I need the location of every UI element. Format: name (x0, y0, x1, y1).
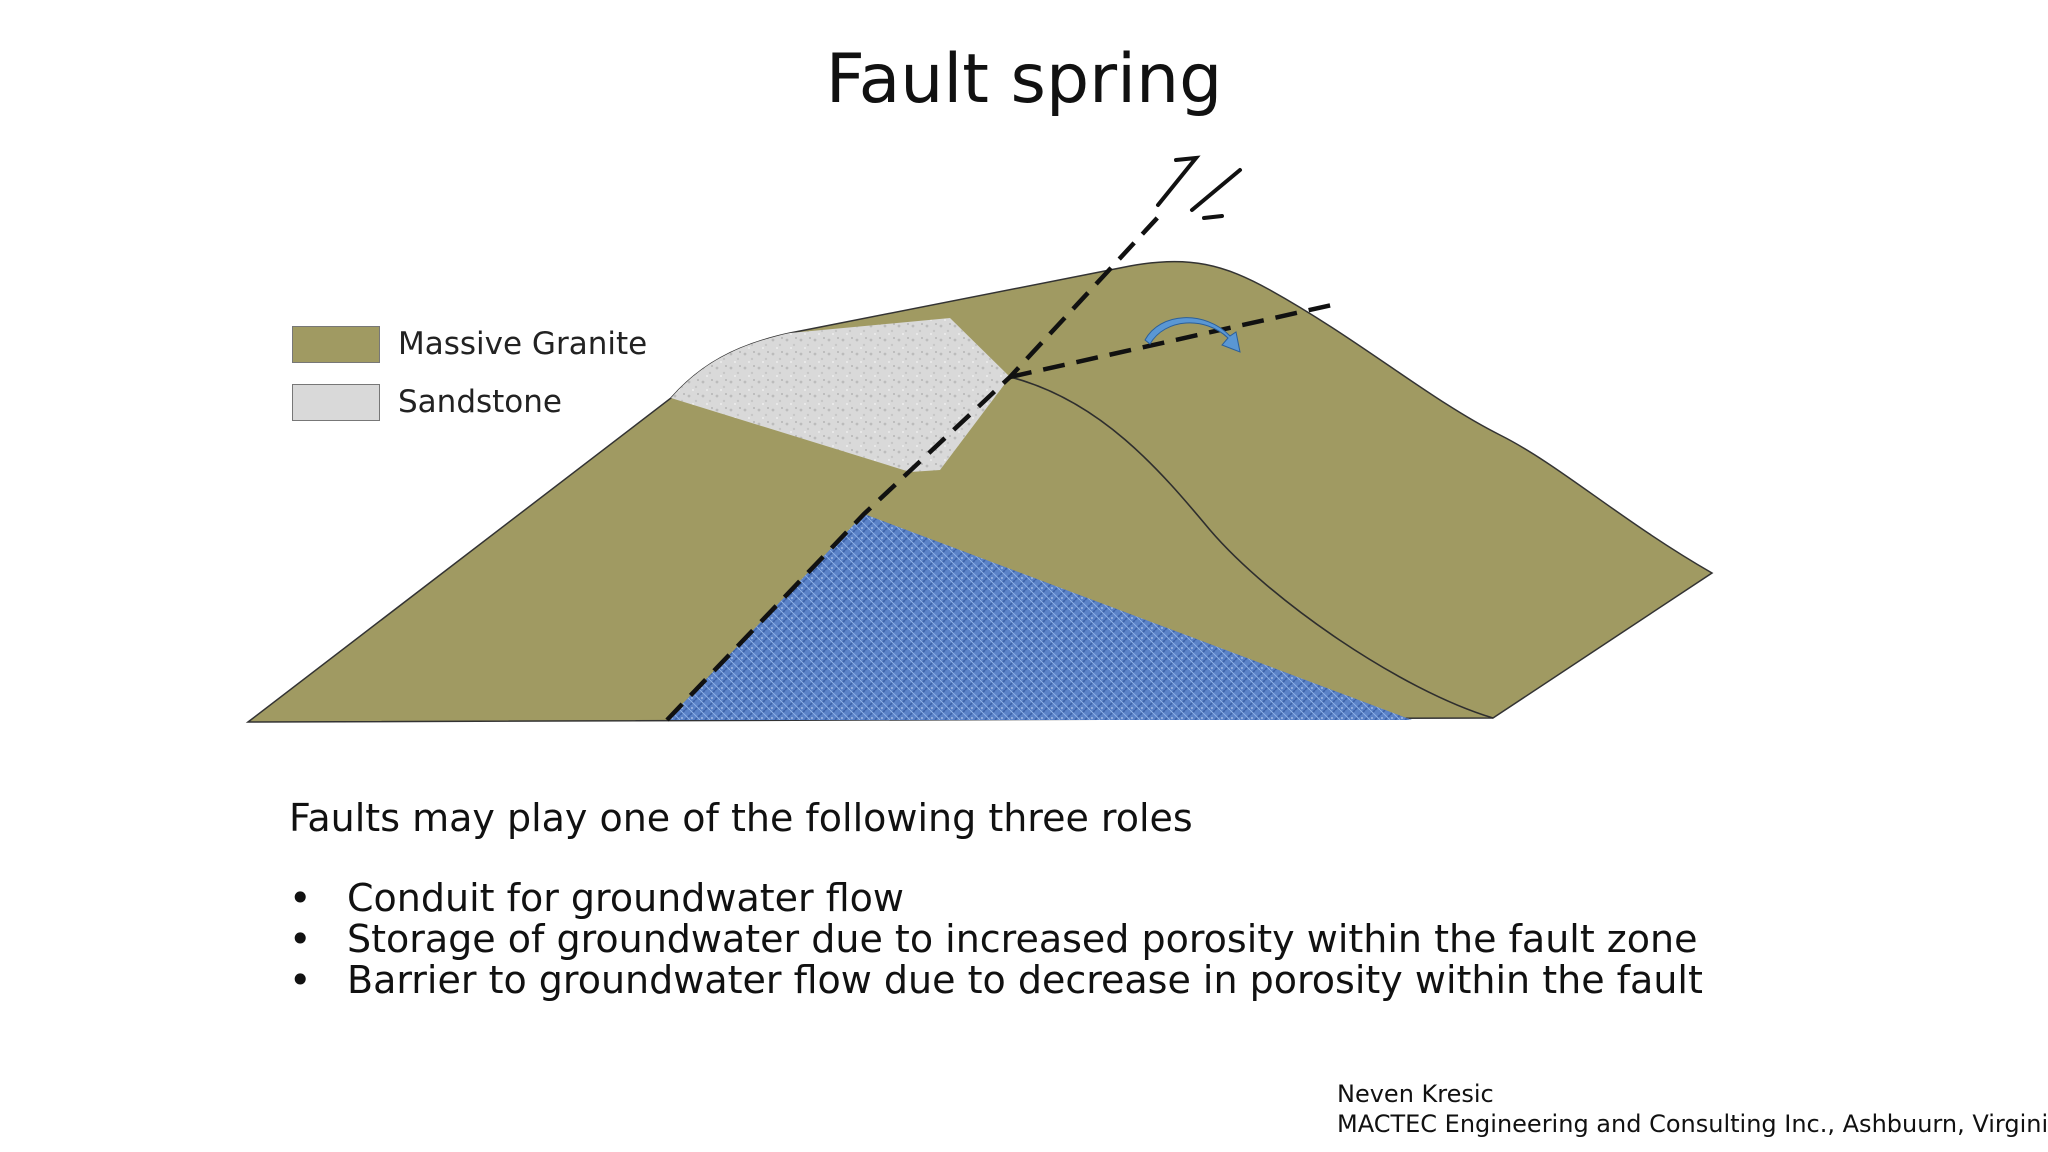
flow-arrow-icon (1144, 317, 1241, 353)
aquifer-zone (667, 514, 1412, 720)
bullet-icon: • (289, 876, 312, 920)
slide-title: Fault spring (825, 40, 1223, 119)
bullet-icon: • (289, 917, 312, 961)
credit-affiliation: MACTEC Engineering and Consulting Inc., … (1337, 1110, 2048, 1138)
list-item-text: Storage of groundwater due to increased … (347, 917, 1698, 961)
list-item-text: Barrier to groundwater flow due to decre… (347, 958, 1703, 1002)
legend-swatch-sandstone (292, 384, 380, 421)
sandstone-layer (671, 318, 1010, 472)
legend-label-sandstone: Sandstone (398, 384, 562, 420)
bullet-icon: • (289, 958, 312, 1002)
list-item: • Conduit for groundwater flow (289, 878, 1709, 919)
contact-line (1009, 376, 1494, 719)
credit-author: Neven Kresic (1337, 1080, 1494, 1108)
legend-swatch-granite (292, 326, 380, 363)
legend-label-granite: Massive Granite (398, 326, 648, 362)
fault-plane-line (1009, 302, 1333, 380)
roles-list: • Conduit for groundwater flow • Storage o… (289, 878, 1709, 1001)
list-item-text: Conduit for groundwater flow (347, 876, 904, 920)
list-item: • Storage of groundwater due to increased… (289, 919, 1709, 960)
intro-text: Faults may play one of the following thr… (289, 796, 1193, 840)
list-item: • Barrier to groundwater flow due to decr… (289, 960, 1709, 1001)
fault-line (665, 213, 1162, 722)
fault-motion-symbol (1156, 155, 1242, 220)
